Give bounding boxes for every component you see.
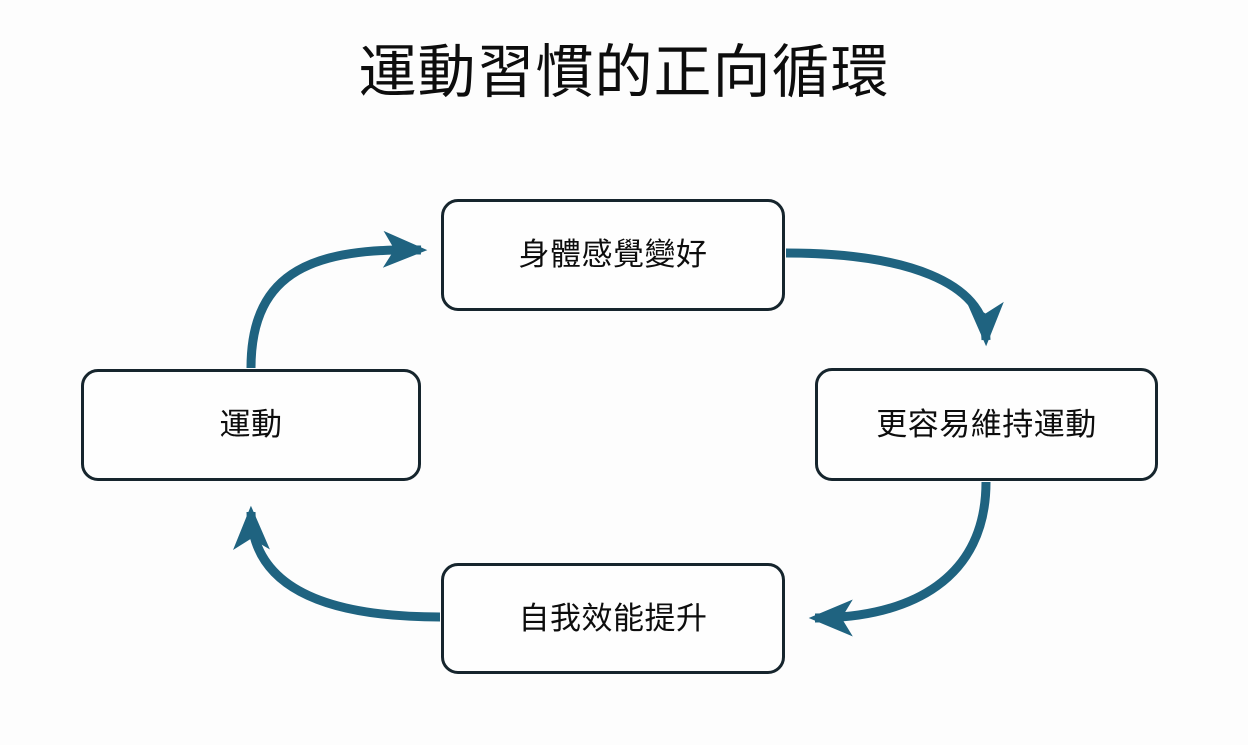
- node-feel-good[interactable]: 身體感覺變好: [441, 199, 785, 311]
- arrow-easier-to-self-efficacy: [808, 481, 991, 637]
- node-exercise[interactable]: 運動: [81, 369, 421, 481]
- node-easier-to-maintain-exercise[interactable]: 更容易維持運動: [815, 368, 1158, 481]
- node-self-efficacy-label: 自我效能提升: [518, 600, 708, 636]
- node-exercise-label: 運動: [219, 407, 283, 442]
- arrow-feel-good-to-easier: [785, 248, 1004, 347]
- node-feel-good-label: 身體感覺變好: [518, 237, 708, 272]
- page-title: 運動習慣的正向循環: [358, 40, 890, 105]
- arrow-self-efficacy-to-exercise: [233, 505, 441, 622]
- arrow-exercise-to-feel-good: [246, 230, 428, 369]
- node-easier-label: 更容易維持運動: [876, 406, 1097, 442]
- node-self-efficacy[interactable]: 自我效能提升: [441, 563, 785, 674]
